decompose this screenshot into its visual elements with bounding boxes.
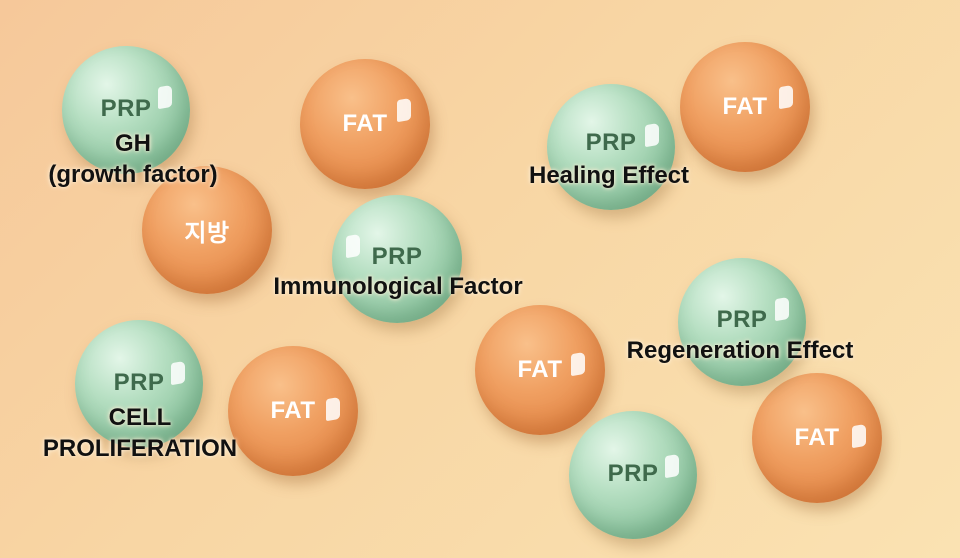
prp-sphere: PRP — [547, 84, 675, 210]
prp-sphere: PRP — [62, 46, 190, 174]
highlight-reflection — [665, 453, 679, 479]
highlight-reflection — [571, 351, 585, 377]
prp-sphere: PRP — [678, 258, 806, 386]
fat-sphere-korean: 지방 — [142, 166, 272, 294]
fat-sphere: FAT — [228, 346, 358, 476]
caption-immunological-factor: Immunological Factor — [273, 273, 523, 300]
prp-sphere: PRP — [569, 411, 697, 539]
caption-healing-effect: Healing Effect — [528, 162, 690, 189]
caption-line: (growth factor) — [48, 161, 218, 189]
fat-sphere-label: FAT — [794, 424, 840, 451]
fat-sphere-label: FAT — [722, 93, 768, 120]
caption-line: GH — [115, 130, 151, 157]
fat-sphere-label: FAT — [342, 110, 388, 137]
highlight-reflection — [852, 423, 866, 449]
highlight-reflection — [779, 84, 793, 110]
highlight-reflection — [158, 84, 172, 110]
prp-sphere-label: PRP — [585, 129, 637, 156]
fat-sphere-label: FAT — [270, 397, 316, 424]
prp-sphere-label: PRP — [113, 369, 165, 396]
fat-sphere-label: FAT — [517, 356, 563, 383]
highlight-reflection — [326, 396, 340, 422]
highlight-reflection — [775, 296, 789, 322]
fat-sphere-label: 지방 — [184, 219, 230, 247]
caption-cell-proliferation: CELL PROLIFERATION — [30, 402, 250, 464]
fat-sphere: FAT — [752, 373, 882, 503]
highlight-reflection — [171, 360, 185, 386]
highlight-reflection — [397, 97, 411, 123]
caption-line: PROLIFERATION — [42, 435, 238, 463]
highlight-reflection — [645, 122, 659, 148]
prp-sphere-label: PRP — [371, 243, 423, 270]
prp-sphere-label: PRP — [607, 460, 659, 487]
fat-sphere: FAT — [680, 42, 810, 172]
prp-sphere-label: PRP — [716, 306, 768, 333]
caption-line: CELL — [108, 404, 172, 431]
prp-sphere: PRP — [332, 195, 462, 323]
prp-sphere-label: PRP — [100, 95, 152, 122]
caption-regeneration-effect: Regeneration Effect — [626, 337, 854, 364]
highlight-reflection — [346, 233, 360, 259]
fat-sphere: FAT — [300, 59, 430, 189]
prp-sphere: PRP — [75, 320, 203, 448]
caption-growth-factor: GH (growth factor) — [30, 128, 236, 190]
fat-sphere: FAT — [475, 305, 605, 435]
